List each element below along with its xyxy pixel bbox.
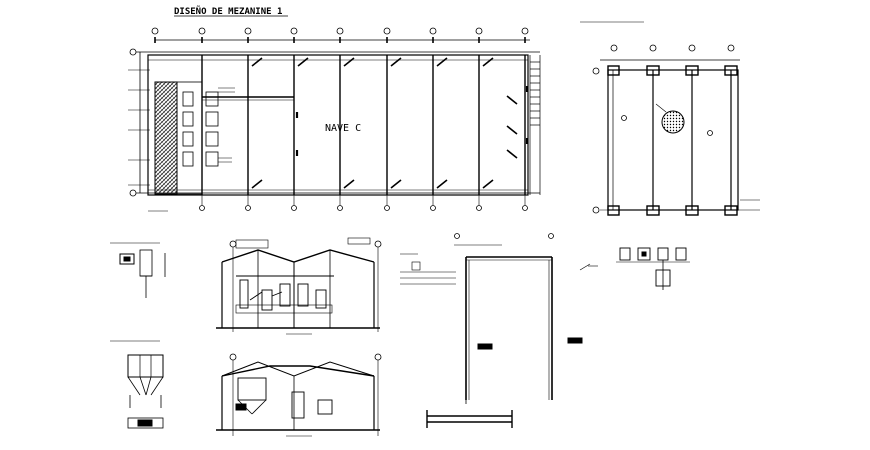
distribution-plan bbox=[580, 21, 760, 216]
detail-small-left bbox=[110, 242, 166, 298]
plan-title: DISEÑO DE MEZANINE 1 bbox=[174, 6, 282, 17]
frame-detail bbox=[426, 233, 598, 428]
notes-block bbox=[400, 253, 456, 285]
hatched-zone bbox=[154, 81, 178, 195]
section-upper bbox=[216, 237, 382, 335]
mezzanine-plan: DISEÑO DE MEZANINE 1 bbox=[128, 6, 541, 212]
footing-details bbox=[616, 247, 690, 290]
grid-bubbles-top bbox=[151, 27, 529, 35]
detail-silo bbox=[110, 340, 164, 429]
section-lower bbox=[216, 353, 382, 437]
hall-label: NAVE C bbox=[325, 123, 361, 134]
silo-circle bbox=[661, 110, 685, 134]
